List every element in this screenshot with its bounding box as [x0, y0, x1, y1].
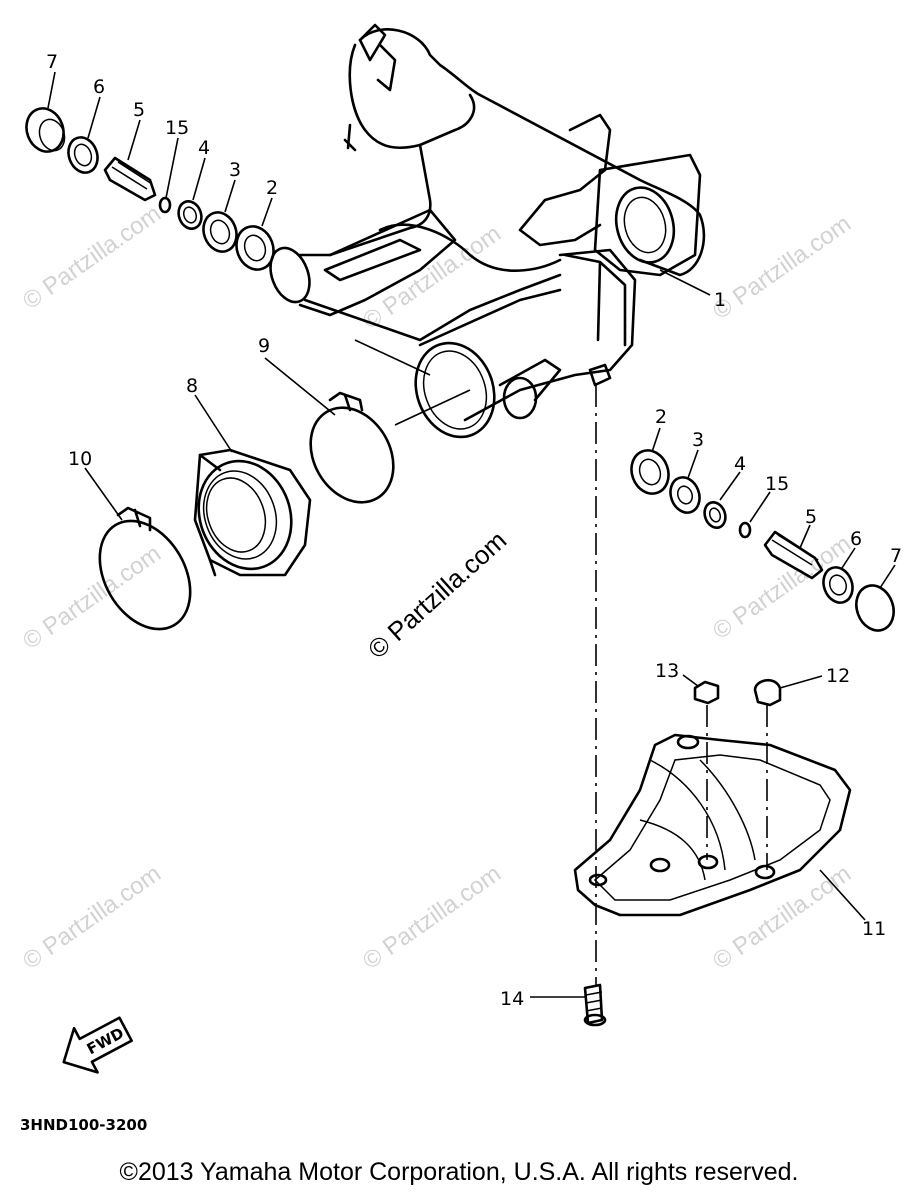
callout-12: 12 [826, 665, 850, 687]
fwd-label: FWD [84, 1024, 127, 1058]
callout-14: 14 [500, 988, 524, 1010]
centerlines [595, 385, 768, 985]
callout-15-right: 15 [765, 473, 789, 495]
callout-3-right: 3 [692, 429, 704, 451]
callout-2-left: 2 [266, 177, 278, 199]
callout-4-right: 4 [734, 453, 746, 475]
copyright-notice: ©2013 Yamaha Motor Corporation, U.S.A. A… [119, 1158, 799, 1186]
callout-9: 9 [258, 335, 270, 357]
watermark-text: © Partzilla.com [358, 860, 506, 975]
callout-6-left: 6 [93, 76, 105, 98]
callout-15-left: 15 [165, 117, 189, 139]
callout-3-left: 3 [229, 159, 241, 181]
watermark-center-text: © Partzilla.com [362, 525, 512, 665]
callout-labels: 7 6 5 15 4 3 2 1 9 8 10 2 3 4 15 5 6 7 1… [46, 51, 902, 1010]
skid-plate-assembly [573, 678, 852, 1027]
leader-lines [47, 71, 896, 998]
watermark-text: © Partzilla.com [18, 200, 166, 315]
swingarm-part-1 [269, 23, 706, 439]
watermark-text: © Partzilla.com [708, 210, 856, 325]
callout-8: 8 [186, 375, 198, 397]
callout-1: 1 [714, 289, 726, 311]
watermark-text: © Partzilla.com [18, 860, 166, 975]
exploded-parts-diagram: © Partzilla.com © Partzilla.com © Partzi… [18, 23, 902, 1134]
callout-6-right: 6 [850, 528, 862, 550]
watermark-text: © Partzilla.com [708, 530, 856, 645]
left-bearing-stack [25, 107, 275, 271]
callout-10: 10 [68, 448, 92, 470]
callout-13: 13 [655, 660, 679, 682]
callout-7-left: 7 [46, 51, 58, 73]
fwd-arrow-icon: FWD [62, 1016, 133, 1074]
watermark-text: © Partzilla.com [18, 540, 166, 655]
boot-and-clamps [98, 391, 395, 631]
callout-4-left: 4 [198, 137, 210, 159]
callout-11: 11 [862, 918, 886, 940]
callout-2-right: 2 [655, 406, 667, 428]
callout-7-right: 7 [890, 545, 902, 567]
watermark-layer: © Partzilla.com © Partzilla.com © Partzi… [18, 200, 856, 975]
callout-5-right: 5 [805, 506, 817, 528]
diagram-code: 3HND100-3200 [20, 1116, 147, 1134]
callout-5-left: 5 [133, 99, 145, 121]
right-bearing-stack [630, 449, 895, 632]
